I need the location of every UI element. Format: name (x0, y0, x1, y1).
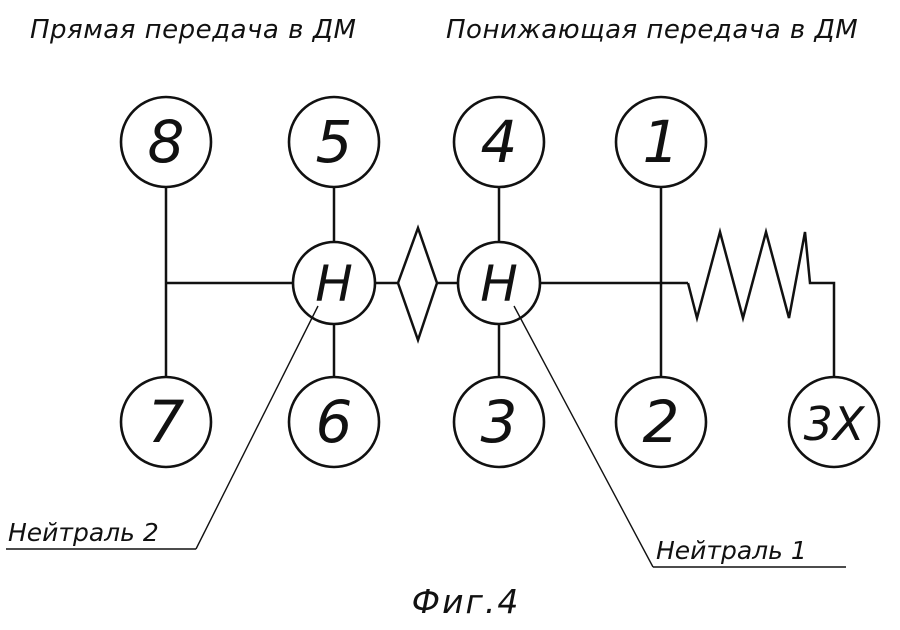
gear-7: 7 (119, 375, 213, 469)
callout-neutral-2-text: Нейтраль 2 (8, 518, 159, 547)
neutral-2-circle (291, 240, 377, 326)
gear-4-circle (452, 95, 546, 189)
gear-3-label: 3 (481, 388, 518, 456)
gear-7-circle (119, 375, 213, 469)
gear-8-label: 8 (148, 108, 185, 176)
gear-6: 6 (287, 375, 381, 469)
figure-caption: Фиг.4 (412, 582, 521, 621)
callout-neutral-1-leader (513, 305, 654, 568)
gear-2-circle (614, 375, 708, 469)
gear-6-circle (287, 375, 381, 469)
gear-3: 3 (452, 375, 546, 469)
gear-8: 8 (119, 95, 213, 189)
gear-1-label: 1 (643, 108, 680, 176)
header-reduction-drive: Понижающая передача в ДМ (446, 15, 858, 45)
gear-5: 5 (287, 95, 381, 189)
gear-1: 1 (614, 95, 708, 189)
interlock-diamond (396, 224, 439, 344)
gear-reverse-label: 3X (804, 397, 866, 451)
reverse-spring (686, 227, 836, 378)
gear-5-circle (287, 95, 381, 189)
gear-1-circle (614, 95, 708, 189)
gear-6-label: 6 (316, 388, 353, 456)
neutral-2: Н (291, 240, 377, 326)
gear-7-label: 7 (148, 388, 185, 456)
callout-neutral-1-text: Нейтраль 1 (656, 536, 807, 565)
gear-4-label: 4 (481, 108, 518, 176)
gear-2: 2 (614, 375, 708, 469)
gear-5-label: 5 (316, 108, 353, 176)
neutral-1: Н (456, 240, 542, 326)
header-direct-drive: Прямая передача в ДМ (30, 15, 356, 45)
callout-neutral-2-leader (195, 305, 319, 550)
neutral-1-label: Н (480, 255, 518, 313)
gear-3-circle (452, 375, 546, 469)
neutral-1-circle (456, 240, 542, 326)
gear-reverse: 3X (787, 375, 881, 469)
gear-8-circle (119, 95, 213, 189)
neutral-2-label: Н (315, 255, 353, 313)
gear-4: 4 (452, 95, 546, 189)
gear-reverse-circle (787, 375, 881, 469)
gear-2-label: 2 (643, 388, 680, 456)
